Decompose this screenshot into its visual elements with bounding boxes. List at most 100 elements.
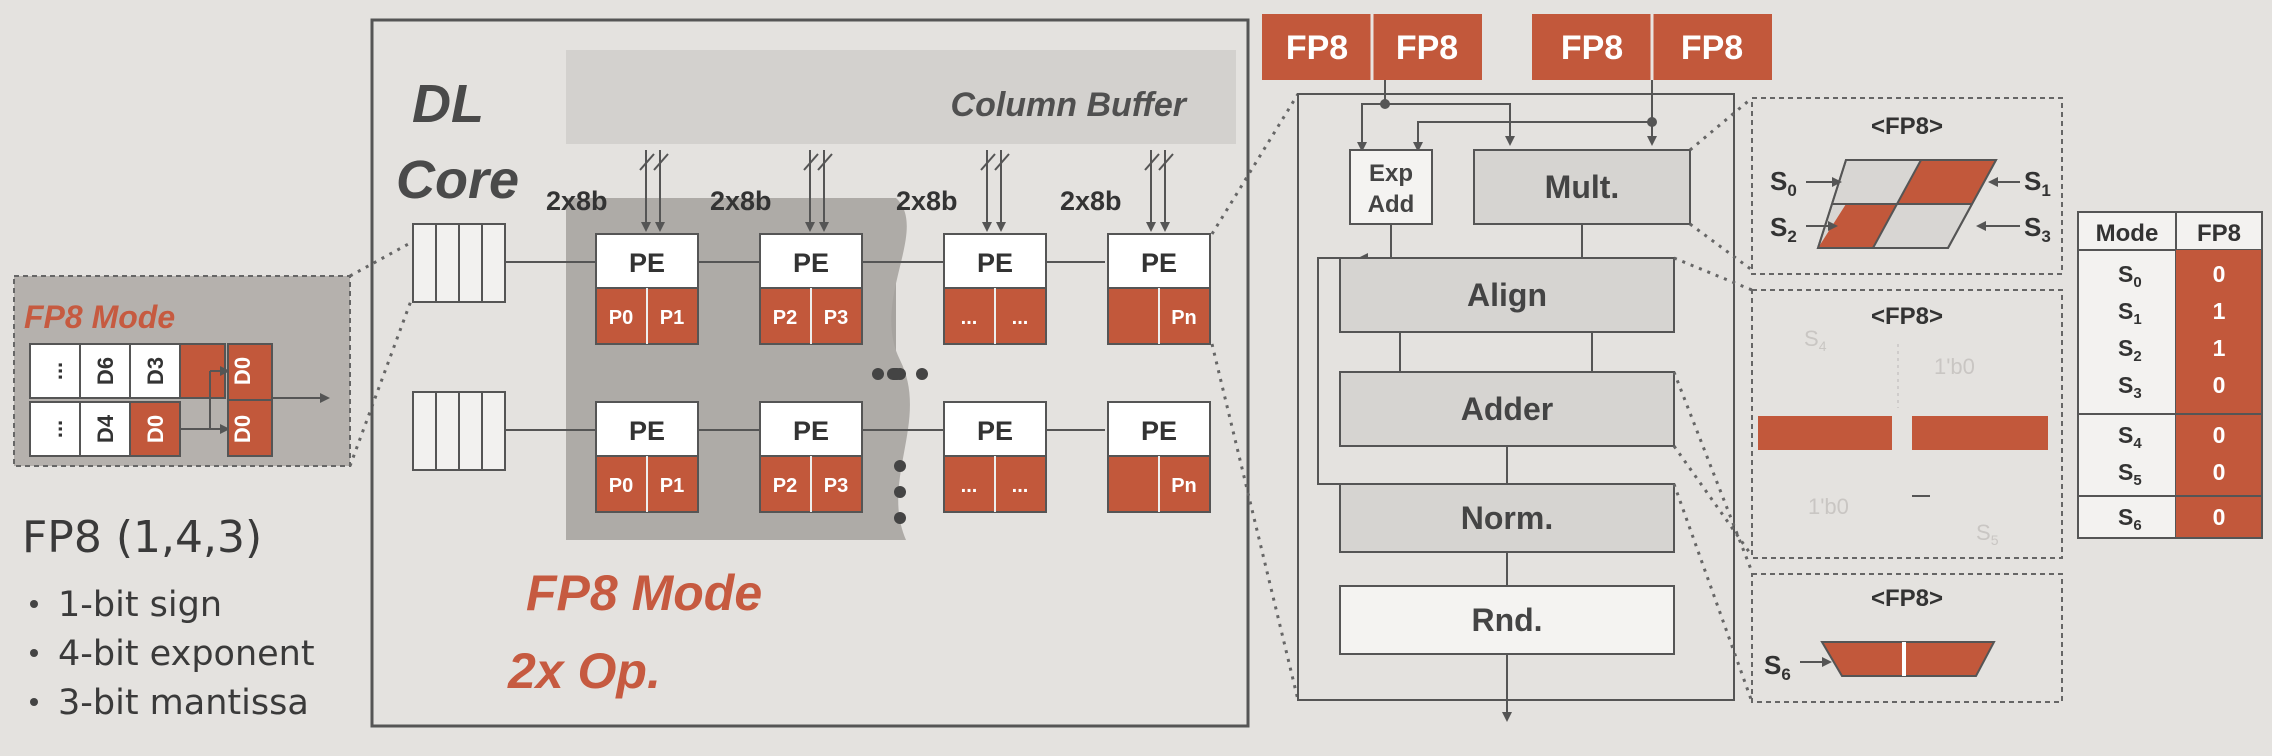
column-buffer-label: Column Buffer <box>951 86 1188 124</box>
mode-value-s3: 0 <box>2213 372 2226 398</box>
cell-bottom-0: ... <box>42 420 67 438</box>
svg-text:P3: P3 <box>824 475 848 497</box>
mode-row-s4: S4 <box>2118 422 2142 452</box>
bullet-mantissa: 3-bit mantissa <box>58 683 309 723</box>
pe-r1-c2: PE ... ... <box>943 233 1047 345</box>
fp-pipeline: FP8 FP8 FP8 FP8 Exp Add Mult. Align <box>1262 14 1772 722</box>
pe-row-1: PE P0 P1 PE P2 P3 PE ... ... <box>595 233 1211 345</box>
pe-r1-c1: PE P2 P3 <box>759 233 863 345</box>
svg-text:Pn: Pn <box>1171 307 1197 329</box>
mode-table-header-mode: Mode <box>2096 220 2159 247</box>
format-label: FP8 (1,4,3) <box>22 512 262 563</box>
fp8-input-3: FP8 <box>1681 29 1743 67</box>
norm-trapezoid <box>1820 641 1996 677</box>
dl-core-frame <box>370 18 1250 728</box>
mult-block <box>1473 149 1691 225</box>
out-cell-1: D0 <box>230 415 255 443</box>
svg-text:PE: PE <box>629 416 665 446</box>
cell-top-1: D6 <box>93 357 118 385</box>
left-mode-title: FP8 Mode <box>24 299 175 335</box>
mode-row-s5: S5 <box>2118 459 2142 489</box>
pe-r2-c2: PE ... ... <box>943 401 1047 513</box>
pe-inputs: 2x8b 2x8b 2x8b 2x8b <box>546 150 1174 232</box>
detail-norm-panel: <FP8> S6 <box>1751 573 2063 703</box>
detail-align-title: <FP8> <box>1871 303 1943 330</box>
svg-text:PE: PE <box>1141 416 1177 446</box>
cell-bottom-2: D0 <box>143 415 168 443</box>
exp-add-line1: Exp <box>1369 160 1413 187</box>
detail-norm-title: <FP8> <box>1871 585 1943 612</box>
fp8-input-2: FP8 <box>1561 29 1623 67</box>
mode-row-s1: S1 <box>2118 298 2142 328</box>
svg-text:PE: PE <box>629 248 665 278</box>
pe-r1-c3: PE Pn <box>1107 233 1211 345</box>
fp8-input-1: FP8 <box>1396 29 1458 67</box>
adder-label: Adder <box>1461 391 1553 427</box>
s3-label: S3 <box>2024 212 2051 246</box>
input-width-0: 2x8b <box>546 186 608 216</box>
svg-text:PE: PE <box>977 248 1013 278</box>
s2-label: S2 <box>1770 212 1797 246</box>
column-buffer <box>566 50 1236 144</box>
dl-core-title-line1: DL <box>412 74 484 134</box>
mode-value-s6: 0 <box>2213 504 2226 530</box>
svg-text:PE: PE <box>793 248 829 278</box>
pe-r2-c0: PE P0 P1 <box>595 401 699 513</box>
cell-top-0: ... <box>42 362 67 380</box>
mode-value-s0: 0 <box>2213 261 2226 287</box>
bullet-sign: 1-bit sign <box>58 585 222 625</box>
svg-text:...: ... <box>1012 475 1029 497</box>
core-mode-label: FP8 Mode <box>526 565 762 621</box>
rnd-label: Rnd. <box>1471 602 1542 638</box>
format-bullets: 1-bit sign 4-bit exponent 3-bit mantissa <box>30 585 315 723</box>
align-bar-right <box>1912 416 2048 450</box>
svg-text:PE: PE <box>977 416 1013 446</box>
mode-row-s2: S2 <box>2118 335 2142 365</box>
norm-label: Norm. <box>1461 500 1553 536</box>
mode-value-s1: 1 <box>2213 298 2226 324</box>
zero-ghost-label-bottom: 1'b0 <box>1808 494 1849 519</box>
svg-text:P1: P1 <box>660 307 684 329</box>
cell-bottom-1: D4 <box>93 414 118 443</box>
input-width-1: 2x8b <box>710 186 772 216</box>
mode-row-s0: S0 <box>2118 261 2142 291</box>
mode-value-s4: 0 <box>2213 422 2226 448</box>
s1-label: S1 <box>2024 166 2051 200</box>
align-block <box>1339 257 1675 333</box>
dl-core: DL Core Column Buffer 2x8b 2x8b 2x8b <box>370 18 1250 728</box>
detail-align-panel: <FP8> S4 1'b0 1'b0 S5 <box>1751 289 2063 559</box>
align-label: Align <box>1467 277 1547 313</box>
svg-text:P2: P2 <box>773 307 797 329</box>
bullet-exponent: 4-bit exponent <box>58 634 315 674</box>
mode-value-s2: 1 <box>2213 335 2226 361</box>
svg-text:...: ... <box>961 475 978 497</box>
mode-table-header-fp8: FP8 <box>2197 220 2241 247</box>
s0-label: S0 <box>1770 166 1797 200</box>
input-width-2: 2x8b <box>896 186 958 216</box>
svg-text:PE: PE <box>793 416 829 446</box>
svg-text:PE: PE <box>1141 248 1177 278</box>
s5-ghost-label: S5 <box>1976 520 1999 548</box>
pe-r2-c1: PE P2 P3 <box>759 401 863 513</box>
cell-top-2: D3 <box>143 357 168 385</box>
pe-r1-c0: PE P0 P1 <box>595 233 699 345</box>
out-cell-0: D0 <box>230 357 255 385</box>
ellipsis-dots <box>872 368 928 524</box>
exp-add-line2: Add <box>1368 191 1415 218</box>
core-mode-op: 2x Op. <box>507 643 661 699</box>
svg-text:Pn: Pn <box>1171 475 1197 497</box>
svg-text:P0: P0 <box>609 475 633 497</box>
svg-text:...: ... <box>961 307 978 329</box>
dl-core-title-line2: Core <box>396 150 519 210</box>
svg-text:P2: P2 <box>773 475 797 497</box>
svg-text:...: ... <box>1012 307 1029 329</box>
adder-block <box>1339 371 1675 447</box>
zero-ghost-label-top: 1'b0 <box>1934 354 1975 379</box>
align-bar-left <box>1758 416 1892 450</box>
mode-value-s5: 0 <box>2213 459 2226 485</box>
svg-text:P0: P0 <box>609 307 633 329</box>
s6-label: S6 <box>1764 650 1791 684</box>
mode-row-s6: S6 <box>2118 504 2142 534</box>
pe-row-2: PE P0 P1 PE P2 P3 PE ... ... <box>595 401 1211 513</box>
norm-block <box>1339 483 1675 553</box>
